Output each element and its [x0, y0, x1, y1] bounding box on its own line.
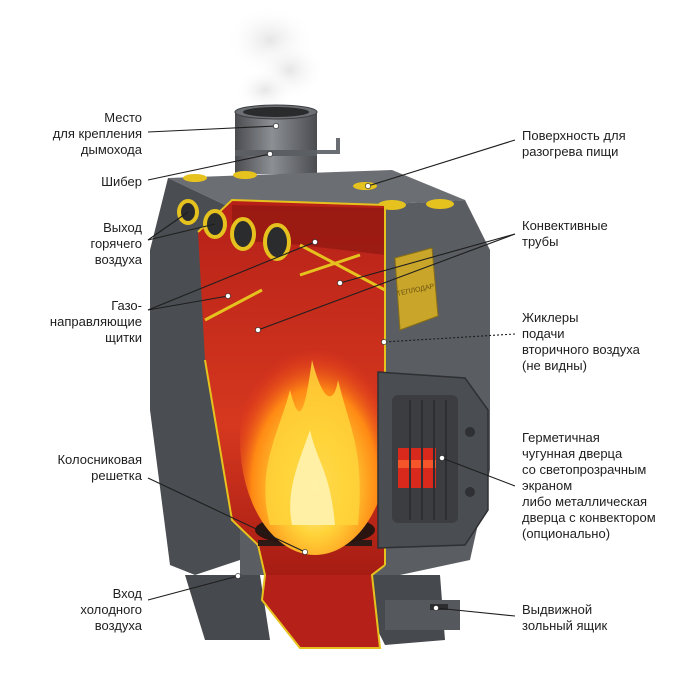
leader-baffles-1 [147, 295, 229, 311]
label-gas-baffles: Газо- направляющие щитки [49, 298, 142, 345]
leader-cold-air [147, 575, 239, 601]
leader-secondary-air [383, 333, 516, 343]
label-ash-drawer: Выдвижной зольный ящик [522, 602, 608, 633]
label-cooking-surface: Поверхность для разогрева пищи [522, 128, 626, 159]
label-convection-tubes: Конвективные трубы [522, 218, 608, 249]
leader-hot-air-1 [147, 211, 189, 241]
leader-baffles-2 [147, 241, 316, 311]
leader-ash-drawer [435, 607, 516, 617]
leader-dots [225, 123, 445, 611]
label-cold-air-inlet: Вход холодного воздуха [80, 586, 142, 633]
leader-convection-1 [339, 233, 516, 284]
leader-grate [147, 477, 306, 553]
cast-iron-door [377, 371, 489, 549]
leader-lines [147, 125, 516, 617]
label-damper: Шибер [101, 174, 142, 189]
label-secondary-air-jets: Жиклеры подачи вторичного воздуха (не ви… [522, 310, 640, 373]
leader-damper [147, 153, 271, 181]
label-grate: Колосниковая решетка [57, 452, 142, 483]
convection-tube-outlets [177, 199, 291, 261]
leader-chimney-mount [147, 125, 277, 133]
leader-door [441, 457, 516, 487]
leader-cooking-surface [367, 139, 516, 187]
label-hot-air-outlet: Выход горячего воздуха [90, 220, 143, 267]
label-door: Герметичная чугунная дверца со светопроз… [522, 430, 656, 541]
leader-hot-air-2 [147, 223, 216, 241]
leader-convection-2 [257, 233, 516, 331]
smoke [225, 5, 325, 112]
label-chimney-mount: Место для крепления дымохода [52, 110, 142, 157]
nameplate: ТЕПЛОДАР [394, 247, 439, 331]
chimney-pipe [234, 104, 340, 174]
